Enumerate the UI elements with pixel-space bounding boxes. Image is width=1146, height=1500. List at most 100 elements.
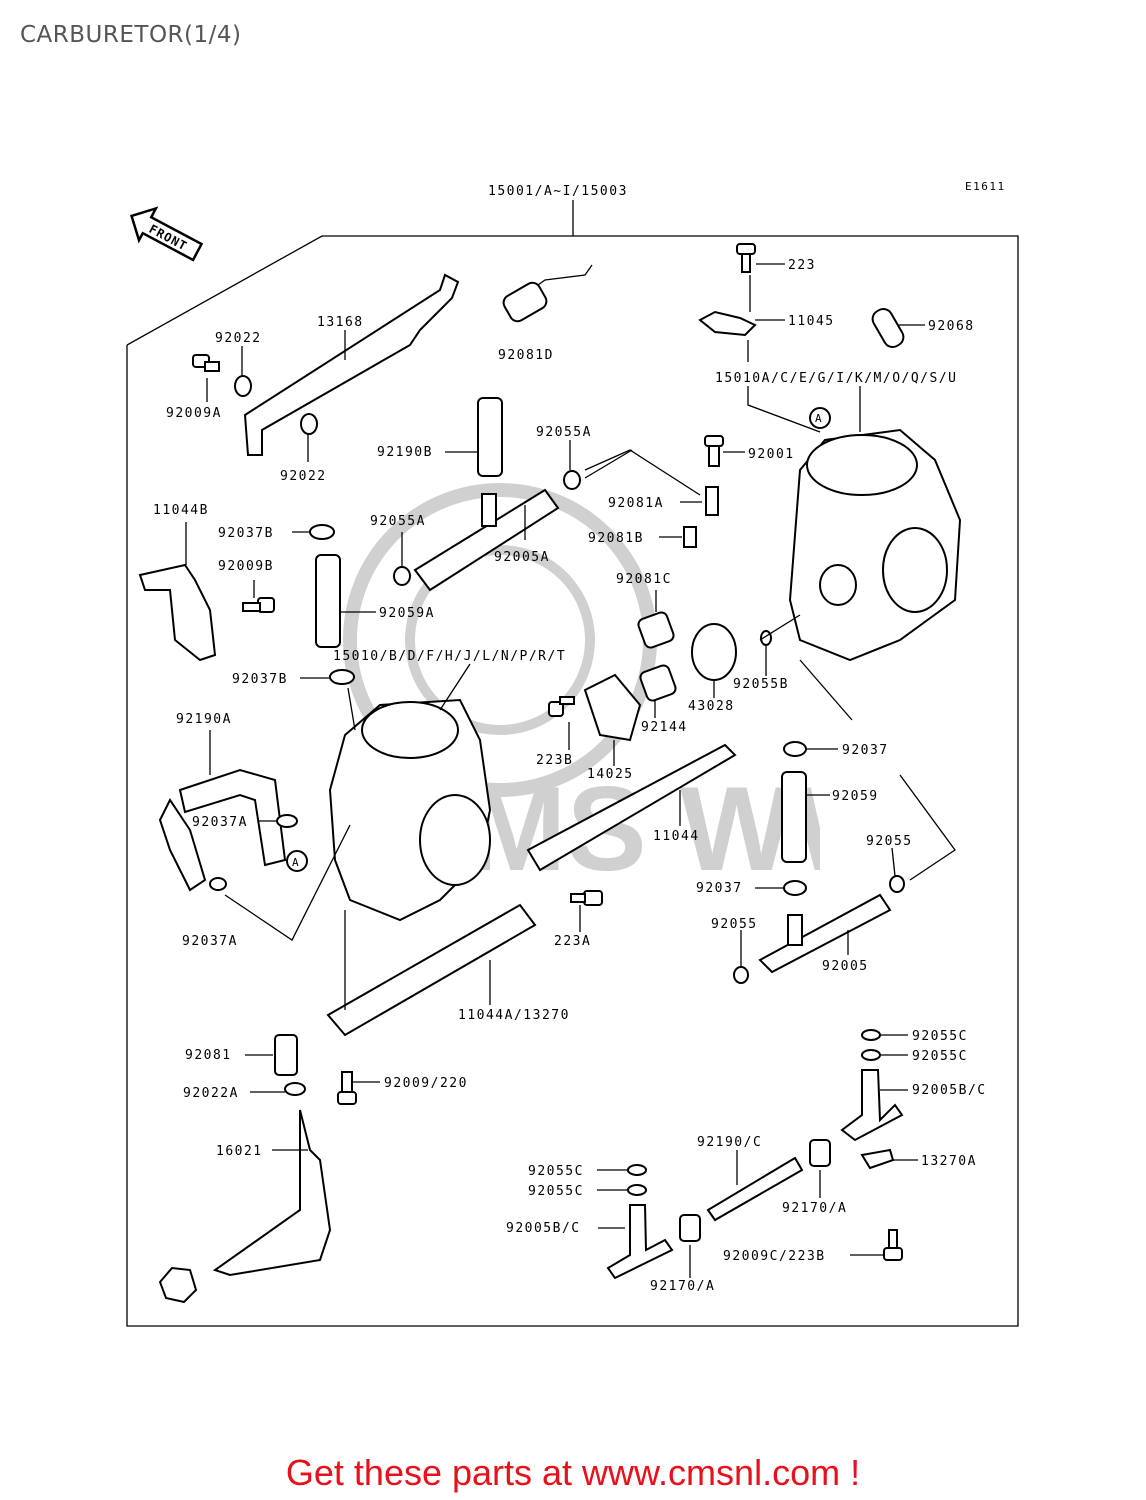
- label-16021: 16021: [216, 1144, 263, 1159]
- label-92055a-top: 92055A: [536, 425, 592, 440]
- page-title: CARBURETOR(1/4): [20, 22, 242, 48]
- label-92055c-left-a: 92055C: [528, 1164, 584, 1179]
- diagram-frame: [126, 235, 1019, 1327]
- bracket-13270a: [860, 1148, 895, 1170]
- label-92022a: 92022A: [183, 1086, 239, 1101]
- label-11044: 11044: [653, 829, 700, 844]
- label-92055a-left: 92055A: [370, 514, 426, 529]
- screw-223a: [570, 890, 603, 906]
- label-92037b-bottom: 92037B: [232, 672, 288, 687]
- label-92055c-right-b: 92055C: [912, 1049, 968, 1064]
- o-ring-92055c-a: [861, 1029, 881, 1041]
- o-ring-92055c-d: [627, 1184, 647, 1196]
- screw-92001: [704, 435, 724, 467]
- label-92005bc-right: 92005B/C: [912, 1083, 987, 1098]
- label-92081a: 92081A: [608, 496, 664, 511]
- label-92005: 92005: [822, 959, 869, 974]
- label-92081d: 92081D: [498, 348, 554, 363]
- label-92170a-right: 92170/A: [782, 1201, 847, 1216]
- plate-11044a: [326, 903, 537, 1037]
- label-223: 223: [788, 258, 816, 273]
- label-92170a-left: 92170/A: [650, 1279, 715, 1294]
- assembly-label: 15001/A~I/15003: [488, 184, 628, 199]
- bolt-92009b: [242, 597, 275, 613]
- tube-92059a: [315, 554, 341, 648]
- label-15010-right: 15010A/C/E/G/I/K/M/O/Q/S/U: [715, 371, 958, 386]
- o-ring-92055a-b: [393, 566, 411, 586]
- label-92055c-right-a: 92055C: [912, 1029, 968, 1044]
- fitting-92005: [758, 893, 892, 974]
- label-223b: 223B: [536, 753, 573, 768]
- cable-16021: [212, 1109, 332, 1277]
- label-92059a: 92059A: [379, 606, 435, 621]
- label-92009c-223b: 92009C/223B: [723, 1249, 826, 1264]
- o-ring-92055c-c: [627, 1164, 647, 1176]
- fitting-92005a-stem: [481, 493, 497, 527]
- bolt-92009c-223b: [883, 1229, 903, 1261]
- label-92055-right: 92055: [866, 834, 913, 849]
- clip-92037a-b: [209, 877, 227, 891]
- label-13270a: 13270A: [921, 1154, 977, 1169]
- label-92037a-bottom: 92037A: [182, 934, 238, 949]
- linkage-11044b: [138, 563, 217, 662]
- label-92144: 92144: [641, 720, 688, 735]
- label-92055-lower: 92055: [711, 917, 758, 932]
- bolt-92009-220: [337, 1071, 357, 1105]
- label-92037a-top: 92037A: [192, 815, 248, 830]
- fitting-92005a: [413, 488, 560, 592]
- clip-92037a-a: [276, 814, 298, 828]
- fitting-92005bc-a: [840, 1069, 904, 1142]
- leader-lines: [185, 263, 956, 1278]
- label-11044a-13270: 11044A/13270: [458, 1008, 570, 1023]
- bolt-92009a: [192, 354, 220, 372]
- fitting-92005bc-b: [606, 1204, 674, 1280]
- washer-92022-a: [234, 375, 252, 397]
- spring-92081a: [705, 486, 719, 516]
- spring-92081d: [502, 264, 593, 323]
- cover-14025: [583, 673, 642, 742]
- label-223a: 223A: [554, 934, 591, 949]
- clip-92037-b: [783, 880, 807, 896]
- cable-knob-icon: [158, 1266, 198, 1304]
- label-92081b: 92081B: [588, 531, 644, 546]
- o-ring-92055-b: [733, 966, 749, 984]
- label-11045: 11045: [788, 314, 835, 329]
- callout-a-left: A: [292, 856, 300, 869]
- hose-92190a-lower: [158, 798, 207, 892]
- washer-92022-b: [300, 413, 318, 435]
- label-92009a: 92009A: [166, 406, 222, 421]
- spring-92081c: [637, 611, 675, 649]
- label-15010-left: 15010/B/D/F/H/J/L/N/P/R/T: [333, 649, 566, 664]
- diaphragm-43028: [691, 623, 737, 681]
- hose-92190c: [706, 1156, 804, 1222]
- tube-92190b: [477, 397, 503, 477]
- front-arrow-icon: FRONT: [129, 206, 204, 262]
- label-92001: 92001: [748, 447, 795, 462]
- label-92005bc-left: 92005B/C: [506, 1221, 581, 1236]
- label-13168: 13168: [317, 315, 364, 330]
- label-92055b: 92055B: [733, 677, 789, 692]
- callout-a-left-circle: [286, 850, 308, 872]
- bar-11044: [526, 743, 737, 872]
- label-11044b: 11044B: [153, 503, 209, 518]
- exploded-parts-diagram: 15001/A~I/15003 E1611 FRONT: [126, 180, 1019, 1327]
- carburetor-left: [328, 698, 492, 922]
- o-ring-92055a-a: [563, 470, 581, 490]
- clip-92037-a: [783, 741, 807, 757]
- promo-link[interactable]: Get these parts at www.cmsnl.com !: [285, 1452, 861, 1493]
- cap-92068: [871, 307, 905, 349]
- label-92022-bottom: 92022: [280, 469, 327, 484]
- clamp-92170a-a: [809, 1139, 831, 1167]
- reference-code: E1611: [965, 180, 1006, 193]
- screw-223: [736, 243, 756, 273]
- label-92037-right-top: 92037: [842, 743, 889, 758]
- washer-92022a: [284, 1082, 306, 1096]
- label-92190a: 92190A: [176, 712, 232, 727]
- label-92037-right-bottom: 92037: [696, 881, 743, 896]
- label-43028: 43028: [688, 699, 735, 714]
- spring-92081: [274, 1034, 298, 1076]
- plate-11045: [698, 310, 757, 337]
- label-14025: 14025: [587, 767, 634, 782]
- label-92068: 92068: [928, 319, 975, 334]
- label-92055c-left-b: 92055C: [528, 1184, 584, 1199]
